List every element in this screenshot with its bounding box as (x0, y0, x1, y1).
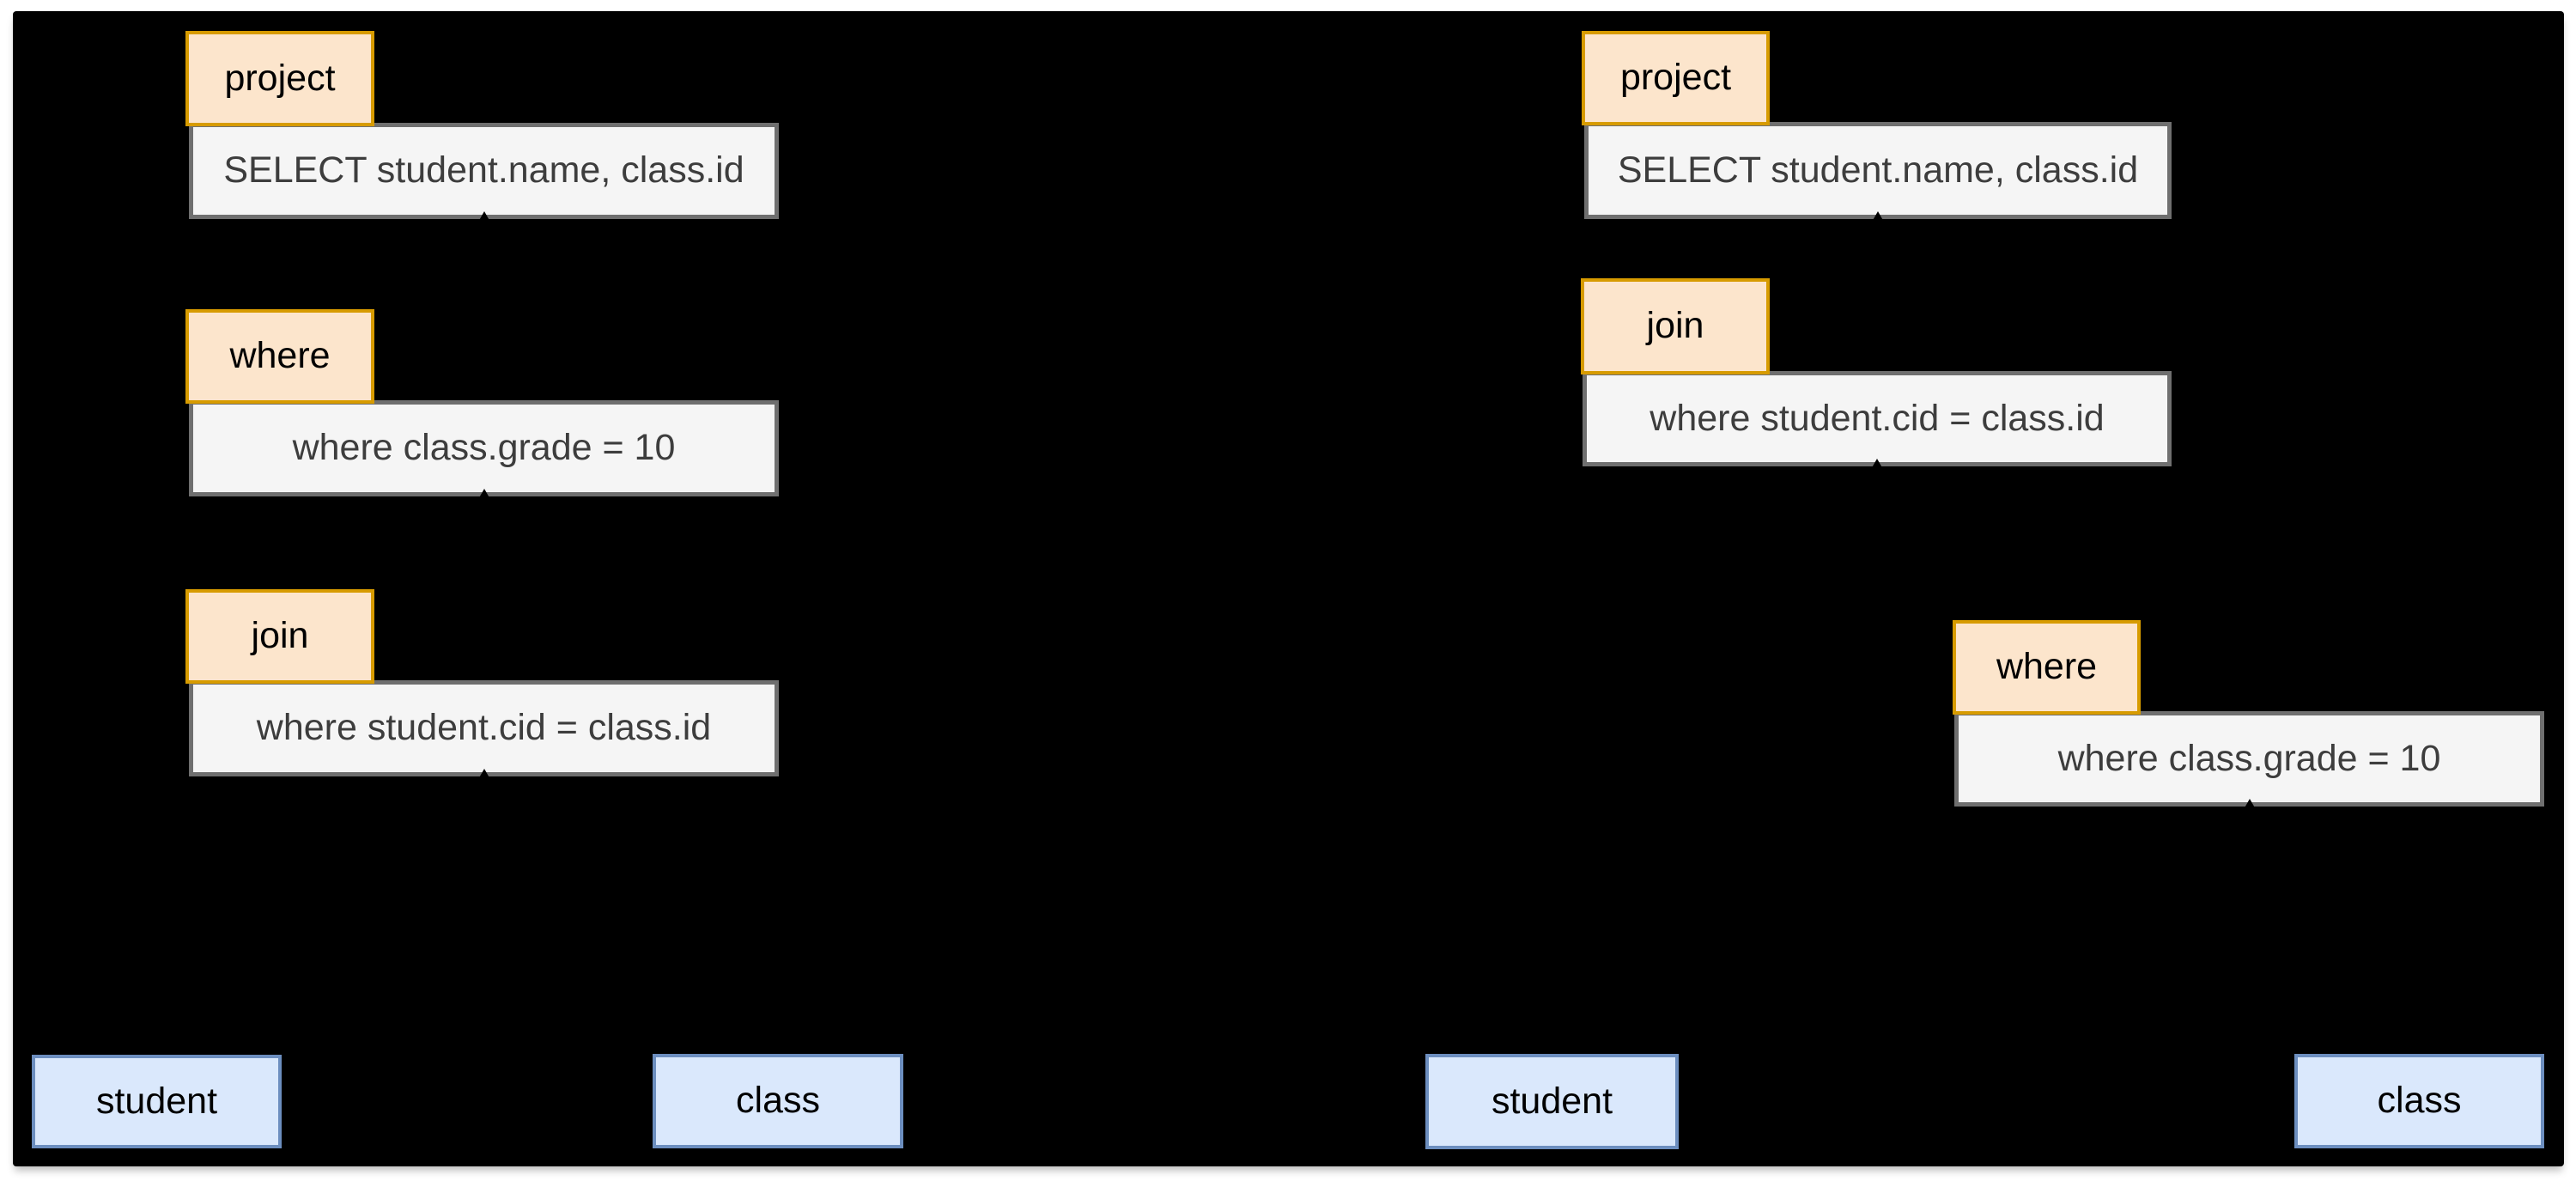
table-box-student-right: student (1425, 1054, 1679, 1149)
table-box-class-left: class (653, 1054, 903, 1148)
operator-label: join (1646, 305, 1704, 347)
arrowhead-icon (1871, 211, 1885, 223)
arrowhead-icon (1870, 459, 1884, 471)
operator-label: join (251, 615, 309, 657)
operator-label: where (229, 335, 331, 377)
diagram-canvas: project SELECT student.name, class.id wh… (13, 11, 2564, 1166)
table-box-student-left: student (32, 1055, 282, 1148)
arrowhead-icon (477, 489, 491, 501)
detail-box-where-grade-right: where class.grade = 10 (1954, 711, 2544, 811)
detail-box-where-grade-left: where class.grade = 10 (189, 400, 779, 501)
table-label: class (2377, 1080, 2462, 1122)
detail-box-join-cond-right: where student.cid = class.id (1583, 371, 2172, 471)
detail-text: where student.cid = class.id (256, 707, 712, 749)
operator-box-join-right: join (1581, 278, 1770, 374)
table-label: student (95, 1080, 218, 1122)
arrowhead-icon (477, 769, 491, 781)
operator-box-where-right: where (1953, 620, 2141, 715)
operator-box-project-left: project (185, 31, 374, 126)
operator-label: where (1996, 646, 2098, 688)
detail-text: SELECT student.name, class.id (1617, 149, 2139, 191)
table-label: student (1491, 1080, 1613, 1122)
detail-text: where class.grade = 10 (292, 427, 676, 469)
detail-text: where class.grade = 10 (2057, 737, 2441, 779)
detail-box-select-right: SELECT student.name, class.id (1584, 122, 2172, 223)
arrowhead-icon (2242, 799, 2257, 811)
operator-box-join-left: join (185, 589, 374, 684)
detail-box-join-cond-left: where student.cid = class.id (189, 680, 779, 781)
operator-box-project-right: project (1582, 31, 1770, 125)
operator-box-where-left: where (185, 309, 374, 404)
operator-label: project (1619, 57, 1732, 99)
detail-box-select-left: SELECT student.name, class.id (189, 123, 779, 223)
arrowhead-icon (477, 211, 491, 223)
table-box-class-right: class (2294, 1054, 2544, 1148)
table-label: class (736, 1080, 820, 1122)
detail-text: where student.cid = class.id (1649, 397, 2105, 439)
detail-text: SELECT student.name, class.id (223, 149, 744, 192)
operator-label: project (224, 57, 336, 99)
